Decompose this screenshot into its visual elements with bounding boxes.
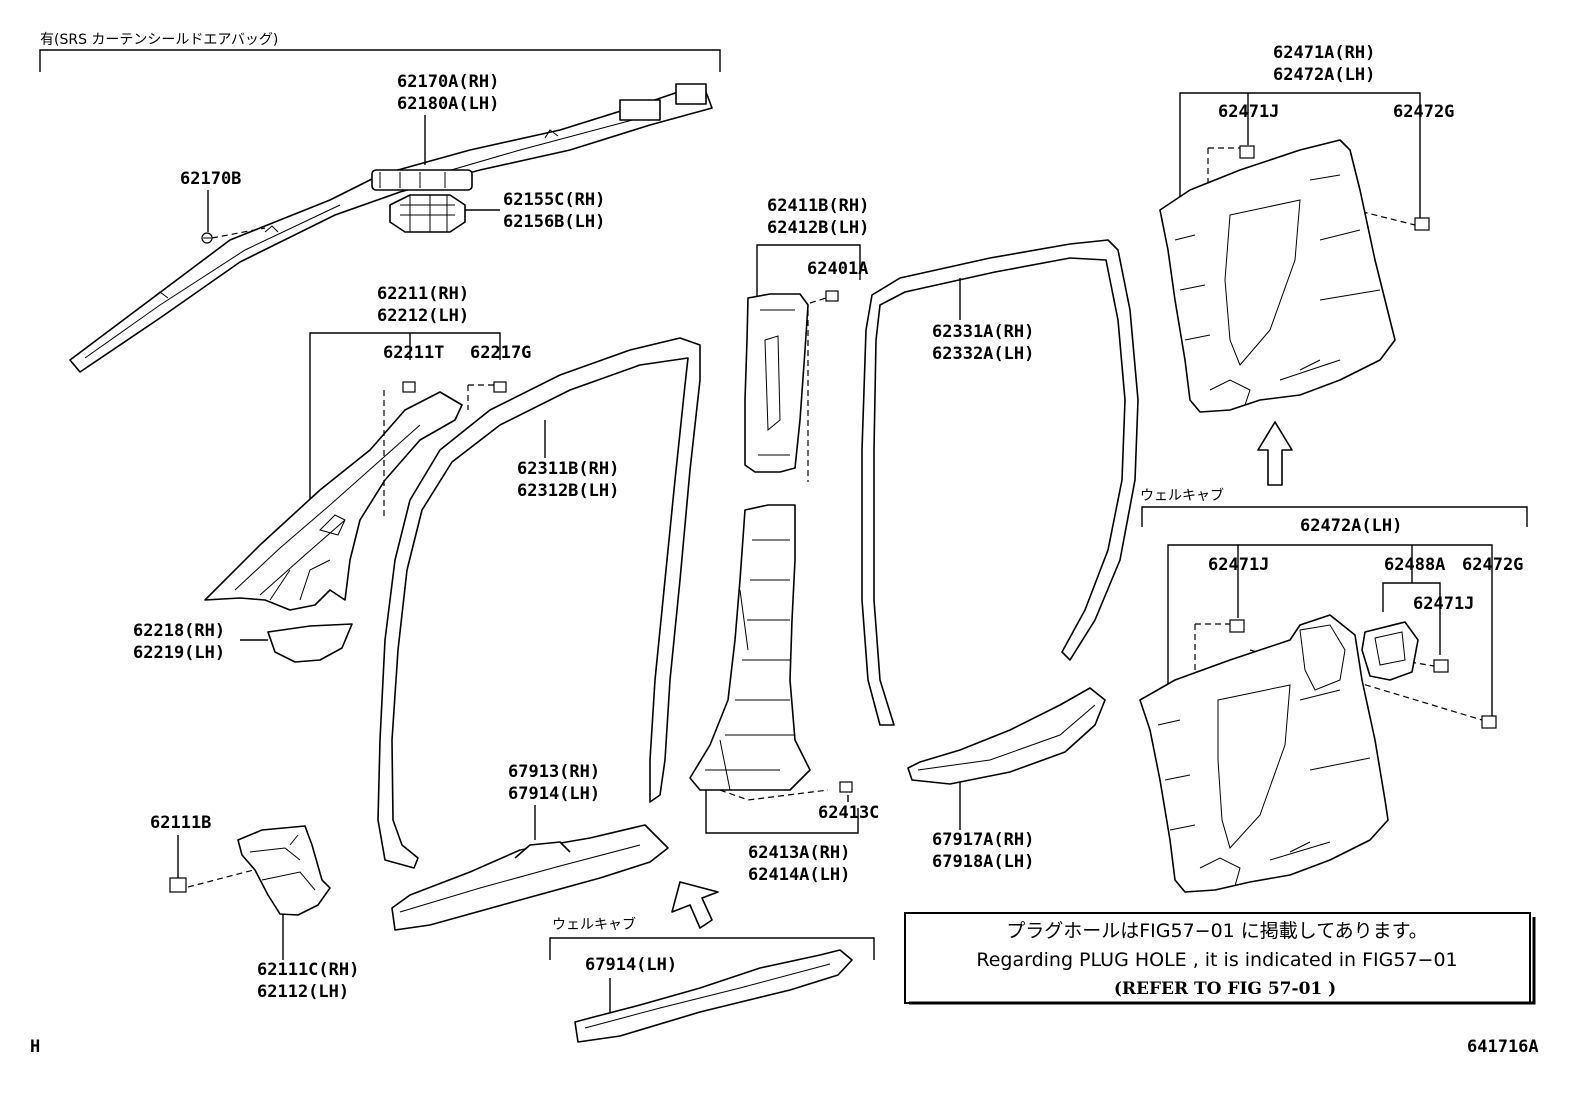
center-pillar-lower-garnish (689, 504, 811, 791)
clip-icon (839, 781, 853, 793)
label-62155C-rh: 62155C(RH) (503, 190, 605, 210)
curtain-airbag-assembly (69, 83, 713, 373)
welcab-bracket-a (549, 937, 875, 960)
center-pillar-upper-garnish (744, 293, 809, 473)
label-62170A-rh: 62170A(RH) (397, 72, 499, 92)
cowl-side-trim (237, 825, 331, 916)
front-scuff-plate (391, 824, 669, 931)
label-62472G-welcab: 62472G (1462, 555, 1523, 575)
pillar-cover-piece (267, 623, 353, 663)
screw-icon (201, 232, 213, 244)
label-62413A-rh: 62413A(RH) (748, 843, 850, 863)
label-67914-lh: 67914(LH) (508, 784, 600, 804)
label-62412B-lh: 62412B(LH) (767, 218, 869, 238)
label-62401A: 62401A (807, 259, 868, 279)
label-62471J-welcab: 62471J (1208, 555, 1269, 575)
clip-icon (1433, 659, 1449, 673)
front-pillar-garnish (204, 391, 463, 611)
welcab-bracket-b (1141, 506, 1528, 527)
notice-japanese: プラグホールはFIG57−01 に掲載してあります。 (1006, 920, 1428, 942)
label-62212-lh: 62212(LH) (377, 306, 469, 326)
label-62411B-rh: 62411B(RH) (767, 196, 869, 216)
label-62472A-lh-top: 62472A(LH) (1273, 65, 1375, 85)
label-62170B: 62170B (180, 169, 241, 189)
plug-hole-notice: プラグホールはFIG57−01 に掲載してあります。 Regarding PLU… (904, 912, 1536, 1005)
clip-icon (825, 290, 839, 302)
label-67918A-lh: 67918A(LH) (932, 852, 1034, 872)
front-door-weatherstrip (377, 337, 701, 869)
label-62219-lh: 62219(LH) (133, 643, 225, 663)
clip-icon (383, 381, 416, 520)
label-62312B-lh: 62312B(LH) (517, 481, 619, 501)
label-62218-rh: 62218(RH) (133, 621, 225, 641)
label-62488A: 62488A (1384, 555, 1445, 575)
label-62414A-lh: 62414A(LH) (748, 865, 850, 885)
label-62472A-lh-welcab: 62472A(LH) (1300, 516, 1402, 536)
plug-hole-cover (1361, 621, 1419, 681)
figure-code: 641716A (1467, 1037, 1539, 1057)
label-62217G: 62217G (470, 343, 531, 363)
label-62413C: 62413C (818, 803, 879, 823)
airbag-option-bracket (39, 49, 721, 72)
label-67917A-rh: 67917A(RH) (932, 830, 1034, 850)
label-62311B-rh: 62311B(RH) (517, 459, 619, 479)
label-62156B-lh: 62156B(LH) (503, 212, 605, 232)
airbag-bracket (389, 194, 466, 233)
label-67913-rh: 67913(RH) (508, 762, 600, 782)
label-62211-rh: 62211(RH) (377, 284, 469, 304)
clip-icon (169, 877, 187, 893)
welcab-label-b: ウェルキャブ (1140, 487, 1224, 504)
label-62332A-lh: 62332A(LH) (932, 344, 1034, 364)
clip-icon (1229, 619, 1245, 633)
clip-icon (1414, 217, 1430, 231)
label-62111B: 62111B (150, 813, 211, 833)
notice-reference: (REFER TO FIG 57-01 ) (1114, 979, 1336, 999)
label-62180A-lh: 62180A(LH) (397, 94, 499, 114)
arrow-up-icon (1257, 421, 1293, 486)
label-62472G-top: 62472G (1393, 102, 1454, 122)
label-62331A-rh: 62331A(RH) (932, 322, 1034, 342)
clip-icon (1481, 715, 1497, 729)
label-62471A-rh: 62471A(RH) (1273, 43, 1375, 63)
welcab-quarter-trim-panel (1139, 614, 1389, 893)
label-67914-lh-welcab: 67914(LH) (585, 955, 677, 975)
label-62111C-rh: 62111C(RH) (257, 960, 359, 980)
label-62471J-welcab-2: 62471J (1413, 594, 1474, 614)
label-62471J-top: 62471J (1218, 102, 1279, 122)
label-62211T: 62211T (383, 343, 444, 363)
label-62112-lh: 62112(LH) (257, 982, 349, 1002)
notice-english: Regarding PLUG HOLE , it is indicated in… (976, 949, 1457, 971)
arrow-up-icon (671, 881, 719, 929)
welcab-label-a: ウェルキャブ (552, 916, 636, 933)
quarter-trim-panel (1159, 139, 1396, 413)
clip-icon (1239, 145, 1255, 159)
rear-door-weatherstrip (861, 239, 1139, 726)
corner-code-left: H (30, 1037, 40, 1057)
airbag-option-note: 有(SRS カーテンシールドエアバッグ) (40, 32, 278, 48)
welcab-scuff-plate (574, 949, 853, 1043)
rear-scuff-plate (907, 687, 1106, 785)
clip-icon (467, 381, 507, 410)
